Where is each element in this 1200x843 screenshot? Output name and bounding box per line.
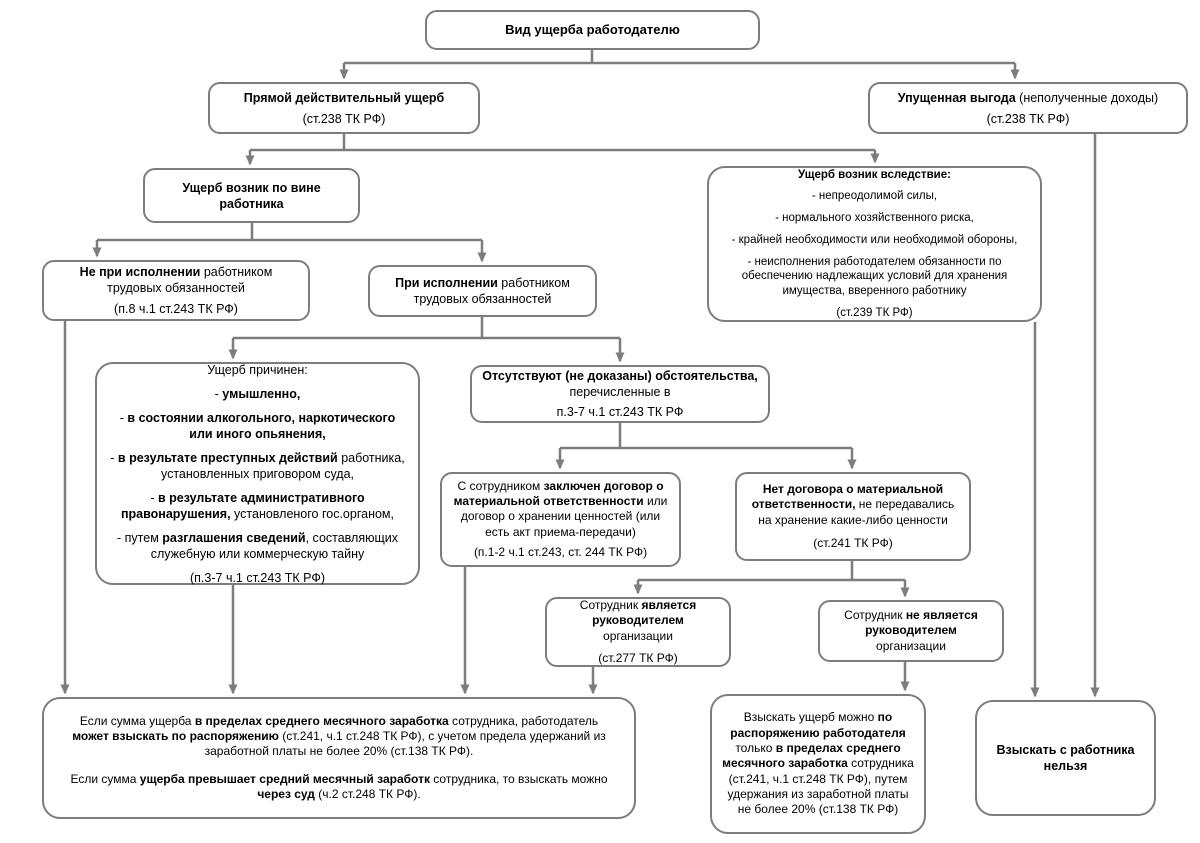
connector-skeleton [97,50,1015,582]
box-recovery-by-employer-order: Взыскать ущерб можно по распоряжению раб… [710,694,926,834]
box-employee-not-head: Сотрудник не является руководителем орга… [818,600,1004,662]
box-liability-contract: С сотрудником заключен договор о материа… [440,472,681,567]
box-employee-is-head: Сотрудник является руководителем организ… [545,597,731,667]
box-damage-type: Вид ущерба работодателю [425,10,760,50]
box-during-duties: При исполнении работником трудовых обяза… [368,265,597,317]
box-no-recovery: Взыскать с работника нельзя [975,700,1156,816]
box-recovery-by-order-or-court: Если сумма ущерба в пределах среднего ме… [42,697,636,819]
box-circumstances-absent: Отсутствуют (не доказаны) обстоятельства… [470,365,770,423]
box-damage-caused: Ущерб причинен:- умышленно,- в состоянии… [95,362,420,585]
box-no-contract: Нет договора о материальной ответственно… [735,472,971,561]
box-lost-profit: Упущенная выгода (неполученные доходы)(с… [868,82,1188,134]
box-direct-damage: Прямой действительный ущерб(ст.238 ТК РФ… [208,82,480,134]
box-not-during-duties: Не при исполнении работником трудовых об… [42,260,310,321]
box-damage-circumstances: Ущерб возник вследствие:- непреодолимой … [707,166,1042,322]
box-employee-fault: Ущерб возник по вине работника [143,168,360,223]
